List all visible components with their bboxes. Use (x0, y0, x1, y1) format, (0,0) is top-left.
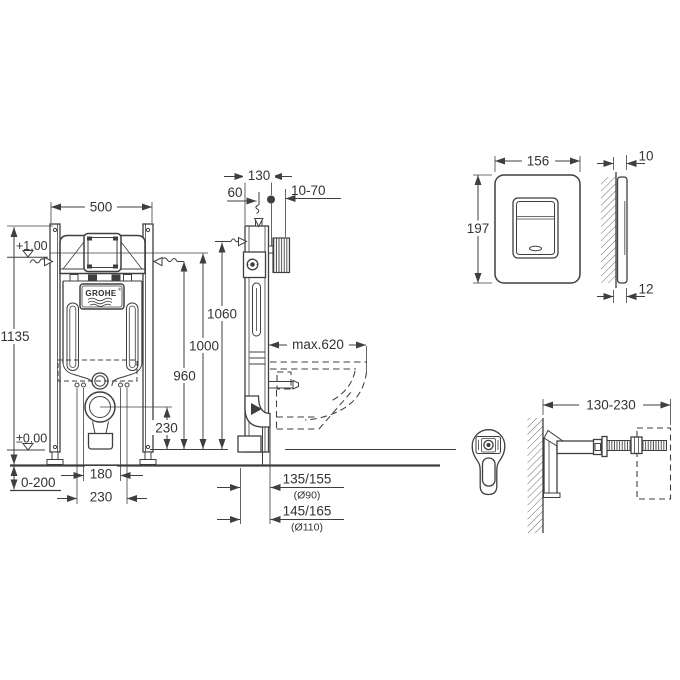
wall-bracket-view: 130-230 (471, 396, 672, 533)
flush-pipe-cone (292, 379, 299, 390)
dim-frame-depth: 130 (248, 168, 271, 183)
dim-1060: 1060 (207, 307, 237, 322)
connection-squiggle-left (29, 256, 54, 267)
flush-button (512, 197, 559, 259)
side-view-frame (237, 220, 368, 465)
actuator-opening (83, 232, 122, 273)
wall-hatch-plate (601, 177, 616, 283)
threaded-wall-fitting (272, 237, 291, 274)
cover-clips (63, 274, 142, 282)
dim-frame-height: 1135 (0, 329, 29, 344)
frame-foot-side (237, 435, 262, 453)
dim-supply-offset: 60 (227, 185, 242, 200)
anchor-slot (481, 457, 496, 487)
dim-wall-thickness: 10-70 (291, 183, 326, 198)
supply-squiggle-top (253, 192, 264, 228)
bracket-wall-plate (543, 437, 558, 496)
rod-washer (601, 435, 608, 458)
dim-plate-depth: 10 (638, 149, 653, 164)
level-mark-floor: ±0.00 (16, 432, 47, 446)
flow-arrow (251, 403, 262, 415)
dim-bowl-max: max.620 (292, 337, 344, 352)
wc-bowl-outline (270, 361, 368, 430)
dim-outlet-spacing: 230 (90, 490, 113, 505)
dim-outlet-110: 145/165 (283, 504, 332, 519)
floor-lines (7, 449, 456, 492)
service-opening (57, 359, 138, 382)
dimensions-side: 1060 130 60 10-70 max.620 135/155 (205, 167, 367, 534)
dim-bracket-range: 130-230 (586, 398, 636, 413)
grohe-logo-plate: GROHE ® (79, 283, 125, 310)
dim-outlet-110-dia: (Ø110) (291, 522, 323, 534)
wall-hatch-bracket (527, 418, 543, 533)
flush-plate-view: 156 197 10 12 (463, 149, 654, 303)
anchor-front (471, 429, 506, 496)
left-rail (49, 223, 61, 453)
button-indicator (529, 245, 542, 252)
dimensions-front: 500 1135 +1.00 ±0.00 0-200 180 230 230 (0, 199, 220, 505)
front-view-frame: GROHE ® (46, 223, 208, 504)
dim-plate-height: 197 (467, 221, 490, 236)
rod-nut (630, 436, 643, 455)
dim-plate-total-depth: 12 (638, 282, 653, 297)
dim-outlet-90: 135/155 (283, 472, 332, 487)
dim-frame-width: 500 (90, 200, 113, 215)
registered-mark: ® (118, 286, 122, 292)
grohe-logo-text: GROHE (85, 289, 117, 298)
dim-floor-range: 0-200 (21, 475, 56, 490)
cistern-body (62, 281, 143, 387)
dim-1000: 1000 (189, 339, 219, 354)
dim-960: 960 (173, 369, 196, 384)
dim-plate-width: 156 (527, 154, 550, 169)
dim-anchor-spacing: 180 (90, 467, 113, 482)
supply-connector (268, 245, 274, 254)
frame-rail-dashed (636, 427, 672, 500)
dim-outlet-height: 230 (155, 421, 178, 436)
bracket-arm (556, 440, 595, 455)
plate-profile (616, 176, 628, 284)
supply-axis-point (267, 195, 275, 204)
dim-outlet-90-dia: (Ø90) (294, 490, 321, 502)
level-mark-top: +1.00 (16, 239, 48, 253)
outlet-socket (87, 432, 114, 450)
